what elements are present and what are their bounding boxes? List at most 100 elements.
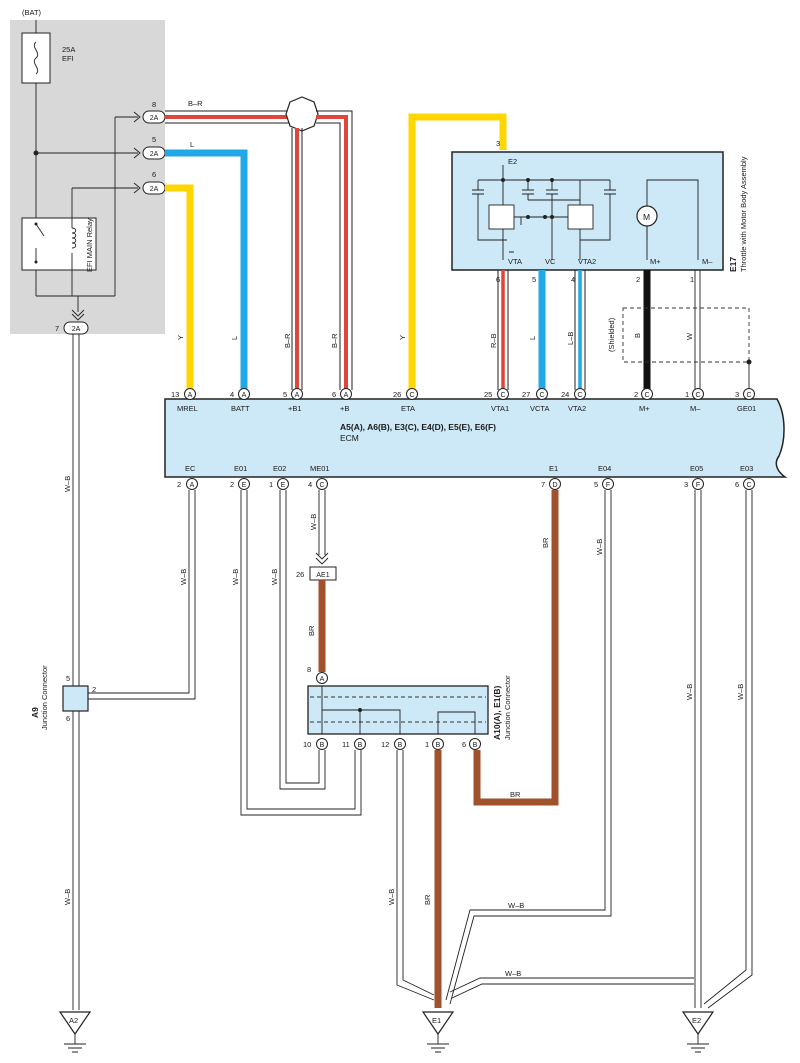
svg-text:Junction Connector: Junction Connector [503,675,512,740]
svg-text:7: 7 [541,480,545,489]
svg-text:A9: A9 [30,707,40,718]
ground-e1-icon [421,1011,455,1036]
wire-w-mminus [694,270,701,390]
svg-text:BR: BR [307,625,316,636]
svg-text:F: F [696,482,700,489]
ground-a2-icon [58,1011,92,1036]
svg-text:2: 2 [636,275,640,284]
svg-text:4: 4 [571,275,575,284]
svg-text:C: C [746,482,751,489]
svg-text:B–R: B–R [188,99,203,108]
fuse-icon [33,41,39,75]
wire-rb-vta1 [497,270,509,390]
svg-text:E2: E2 [508,157,517,166]
svg-text:A: A [344,392,349,399]
svg-text:E1: E1 [549,464,558,473]
svg-text:ME01: ME01 [310,464,330,473]
svg-text:E05: E05 [690,464,703,473]
svg-text:B: B [320,742,325,749]
svg-text:(Shielded): (Shielded) [607,317,616,352]
svg-text:W: W [685,332,694,340]
svg-text:6: 6 [152,170,156,179]
ground-e1: E1 [421,1011,455,1053]
svg-text:AE1: AE1 [316,572,329,579]
ecm-pin-e1: D7 E1 [541,464,561,490]
svg-text:A: A [242,392,247,399]
relay-coil-icon [71,227,77,249]
battery-label: (BAT) [22,8,42,17]
wire-wb-left [72,334,80,1010]
svg-text:W–B: W–B [63,889,72,905]
throttle-sensor-circuit [472,165,616,260]
svg-text:E03: E03 [740,464,753,473]
svg-text:W–B: W–B [595,539,604,555]
svg-text:W–B: W–B [736,684,745,700]
ecm-pin-b: A6+B [332,388,352,413]
wire-br-b [316,110,353,390]
svg-text:C: C [746,392,751,399]
svg-text:26: 26 [296,570,304,579]
svg-text:2: 2 [177,480,181,489]
svg-text:C: C [539,392,544,399]
svg-text:2: 2 [92,685,96,694]
splice-point [285,96,319,132]
svg-text:Y: Y [176,335,185,340]
svg-text:VCTA: VCTA [530,404,549,413]
svg-text:B: B [633,333,642,338]
svg-text:L: L [230,336,239,340]
svg-text:M+: M+ [639,404,650,413]
svg-text:A: A [190,482,195,489]
wire-br-main [165,110,290,124]
svg-text:5: 5 [66,674,70,683]
svg-text:D: D [552,482,557,489]
svg-text:C: C [500,392,505,399]
svg-text:R–B: R–B [489,333,498,348]
svg-text:10: 10 [303,740,311,749]
ecm-name: ECM [340,433,359,443]
svg-text:B–R: B–R [330,333,339,348]
svg-text:M: M [643,212,650,222]
svg-text:L–B: L–B [566,332,575,345]
svg-text:1: 1 [685,390,689,399]
ecm-pin-mminus: C1M– [685,388,704,413]
ecm-codes: A5(A), A6(B), E3(C), E4(D), E5(E), E6(F) [340,422,496,432]
wire-y-eta [408,113,507,390]
svg-text:24: 24 [561,390,569,399]
svg-text:1: 1 [690,275,694,284]
svg-text:5: 5 [594,480,598,489]
svg-text:W–B: W–B [270,569,279,585]
shield-box [622,307,750,363]
throttle-name: Throttle with Motor Body Assembly [739,156,748,272]
svg-text:B: B [473,742,478,749]
svg-text:VTA2: VTA2 [578,257,596,266]
svg-text:6: 6 [462,740,466,749]
svg-text:BR: BR [510,790,521,799]
wire-wb-me01 [318,490,326,555]
efi-main-relay [21,217,97,271]
svg-text:E02: E02 [273,464,286,473]
fuse-rating: 25A [62,45,75,54]
svg-text:W–B: W–B [309,514,318,530]
svg-text:2A: 2A [150,151,159,158]
svg-text:E1: E1 [432,1016,441,1025]
svg-text:L: L [528,336,537,340]
svg-text:B: B [398,742,403,749]
svg-text:26: 26 [393,390,401,399]
svg-text:A: A [295,392,300,399]
svg-text:8: 8 [152,100,156,109]
svg-text:W–B: W–B [179,569,188,585]
svg-text:GE01: GE01 [737,404,756,413]
ground-e2: E2 [681,1011,715,1053]
wire-br-e1 [473,490,559,806]
wire-wb-e01 [240,490,362,816]
ground-e2-icon [681,1011,715,1036]
